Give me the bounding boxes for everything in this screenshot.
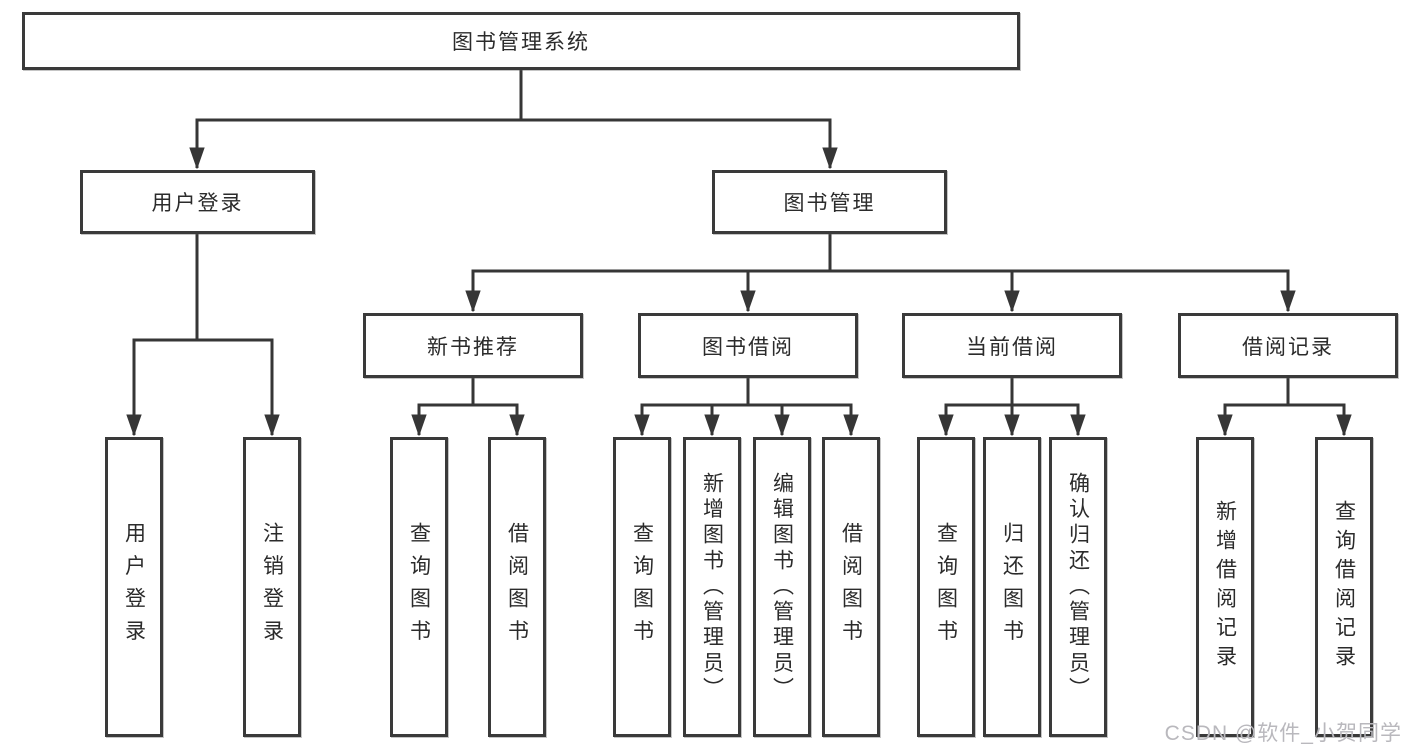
leaf-bb-add-books-admin: 新增图书（管理员） — [683, 437, 741, 737]
leaf-cb-confirm-return-admin: 确认归还（管理员） — [1049, 437, 1107, 737]
node-root-system-label: 图书管理系统 — [452, 31, 590, 54]
leaf-nbr-query-books-label: 查询图书 — [407, 521, 431, 653]
leaf-cb-query-books-label: 查询图书 — [934, 521, 958, 653]
node-book-management-branch: 图书管理 — [712, 170, 947, 234]
node-borrowing-records: 借阅记录 — [1178, 313, 1398, 378]
leaf-bb-borrow-books: 借阅图书 — [822, 437, 880, 737]
leaf-bb-edit-books-admin: 编辑图书（管理员） — [753, 437, 811, 737]
leaf-bb-add-books-admin-label: 新增图书（管理员） — [700, 471, 724, 703]
node-user-login-branch-label: 用户登录 — [151, 192, 244, 215]
leaf-cb-query-books: 查询图书 — [917, 437, 975, 737]
node-new-book-recommend: 新书推荐 — [363, 313, 583, 378]
leaf-logout-label: 注销登录 — [260, 521, 284, 653]
leaf-user-login-label: 用户登录 — [122, 521, 146, 653]
node-new-book-recommend-label: 新书推荐 — [427, 335, 519, 359]
leaf-nbr-query-books: 查询图书 — [390, 437, 448, 737]
leaf-bb-borrow-books-label: 借阅图书 — [839, 521, 863, 653]
node-borrowing-records-label: 借阅记录 — [1242, 335, 1334, 359]
node-current-borrowing-label: 当前借阅 — [966, 335, 1058, 359]
watermark: CSDN @软件_小贺同学 — [1164, 722, 1402, 745]
leaf-bb-edit-books-admin-label: 编辑图书（管理员） — [770, 471, 794, 703]
node-book-borrowing-label: 图书借阅 — [702, 335, 794, 359]
leaf-cb-return-books-label: 归还图书 — [1000, 521, 1024, 653]
leaf-nbr-borrow-books-label: 借阅图书 — [505, 521, 529, 653]
leaf-br-query-record-label: 查询借阅记录 — [1332, 500, 1356, 674]
leaf-br-add-record-label: 新增借阅记录 — [1213, 500, 1237, 674]
node-current-borrowing: 当前借阅 — [902, 313, 1122, 378]
node-root-system: 图书管理系统 — [22, 12, 1020, 70]
node-book-management-branch-label: 图书管理 — [783, 192, 876, 215]
leaf-br-add-record: 新增借阅记录 — [1196, 437, 1254, 737]
leaf-cb-confirm-return-admin-label: 确认归还（管理员） — [1066, 471, 1090, 703]
leaf-user-login: 用户登录 — [105, 437, 163, 737]
leaf-logout: 注销登录 — [243, 437, 301, 737]
node-book-borrowing: 图书借阅 — [638, 313, 858, 378]
leaf-nbr-borrow-books: 借阅图书 — [488, 437, 546, 737]
leaf-cb-return-books: 归还图书 — [983, 437, 1041, 737]
node-user-login-branch: 用户登录 — [80, 170, 315, 234]
leaf-bb-query-books: 查询图书 — [613, 437, 671, 737]
leaf-br-query-record: 查询借阅记录 — [1315, 437, 1373, 737]
leaf-bb-query-books-label: 查询图书 — [630, 521, 654, 653]
